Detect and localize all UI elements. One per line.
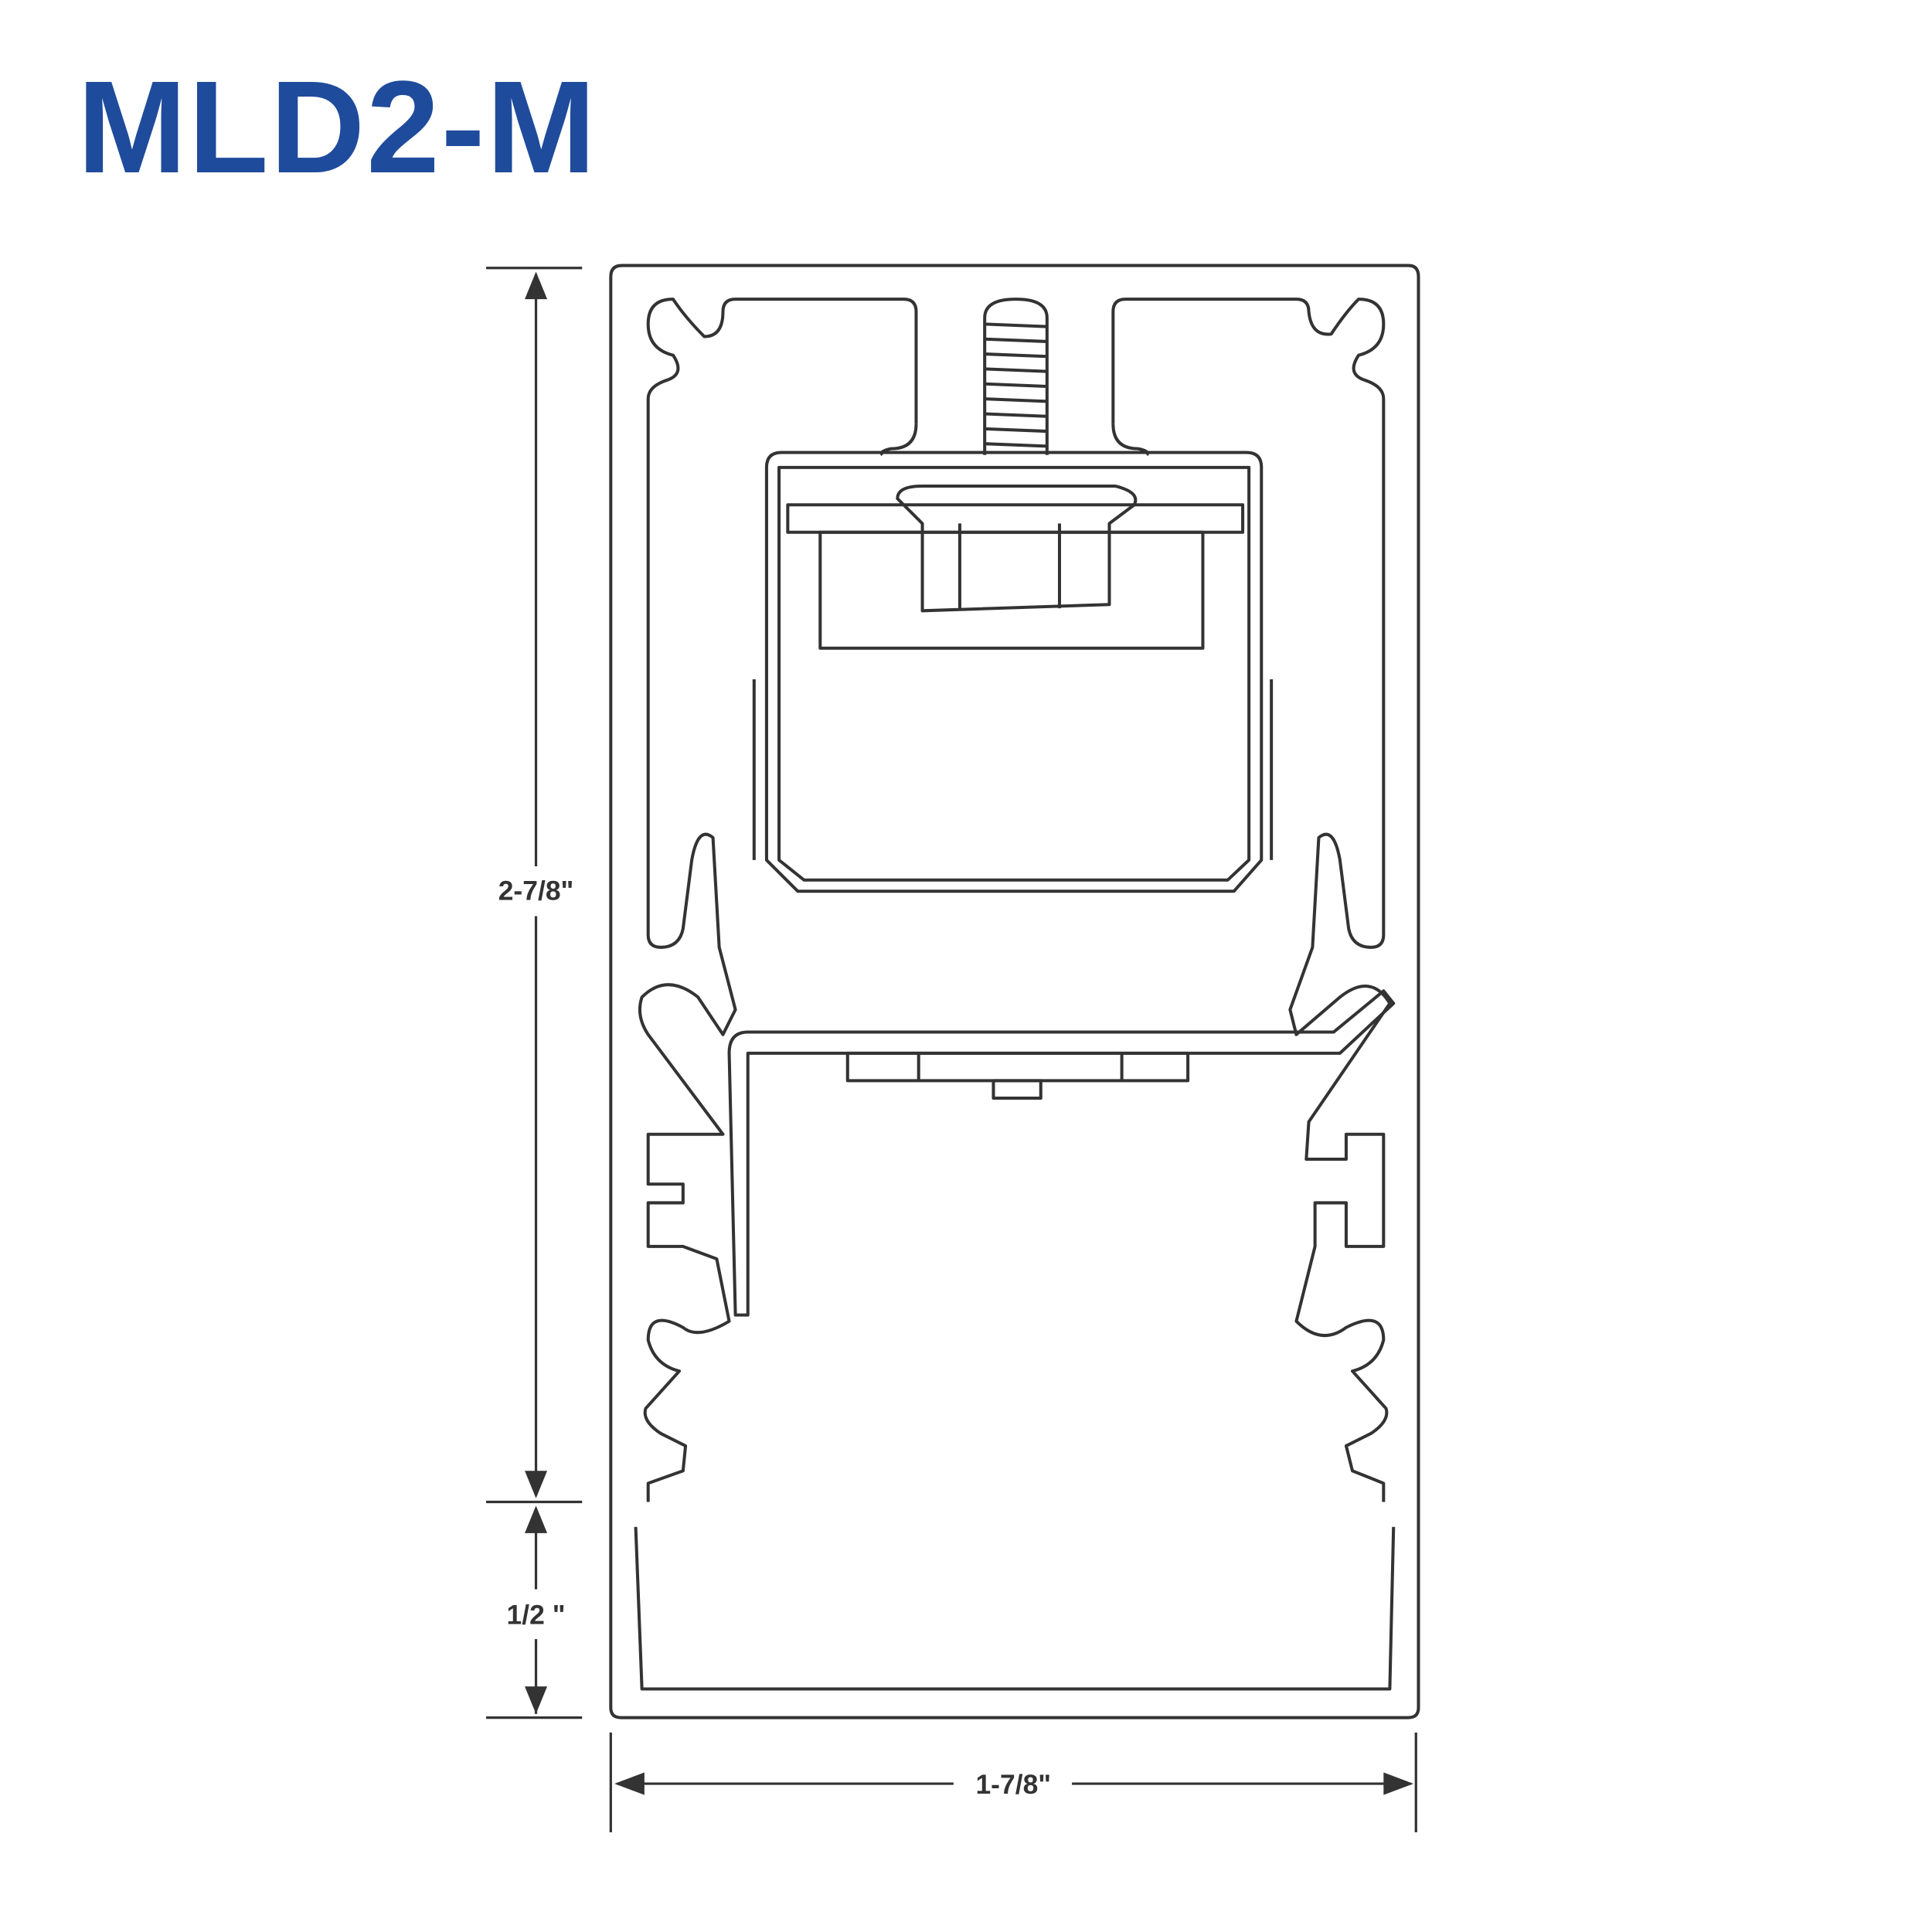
lens-outline <box>609 1502 1420 1719</box>
dimension-label-height-main: 2-7/8" <box>498 876 574 906</box>
driver-bracket-inner <box>777 465 1251 882</box>
bolt-icon <box>983 298 1049 455</box>
led-bracket <box>727 989 1396 1317</box>
dimension-height-main: 2-7/8" <box>486 267 583 1504</box>
mounting-plate <box>786 503 1245 534</box>
housing-inner-right <box>1111 298 1392 1502</box>
dimension-height-lens: 1/2 " <box>486 1505 583 1719</box>
led-chip <box>992 1079 1043 1100</box>
nut-icon <box>896 485 1138 613</box>
led-board <box>845 1051 1190 1083</box>
driver-bracket <box>764 451 1264 893</box>
dimension-label-width: 1-7/8" <box>975 1769 1051 1800</box>
housing-inner-left <box>638 298 918 1502</box>
dimension-label-height-lens: 1/2 " <box>507 1600 566 1631</box>
lens-inner <box>634 1526 1396 1691</box>
bolt-threads <box>985 322 1047 448</box>
product-title: MLD2-M <box>77 54 597 201</box>
driver-box <box>818 530 1205 650</box>
dimension-width: 1-7/8" <box>609 1732 1417 1832</box>
housing-outline <box>609 264 1420 1502</box>
